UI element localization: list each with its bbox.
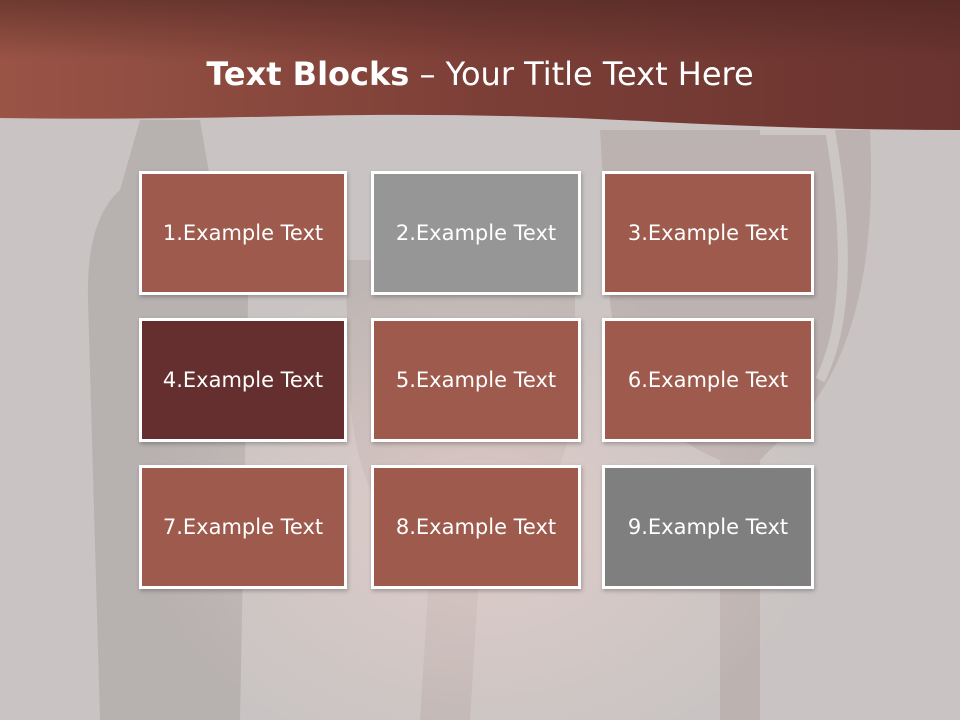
text-block: 9.Example Text [602, 465, 814, 589]
text-block: 7.Example Text [139, 465, 347, 589]
text-block-label: 8.Example Text [395, 515, 557, 539]
text-block: 3.Example Text [602, 171, 814, 295]
text-block-label: 4.Example Text [162, 368, 324, 392]
slide-title: Text Blocks – Your Title Text Here [0, 52, 960, 96]
text-block: 4.Example Text [139, 318, 347, 442]
text-block-label: 9.Example Text [627, 515, 789, 539]
text-block-label: 7.Example Text [162, 515, 324, 539]
text-block: 8.Example Text [371, 465, 581, 589]
text-block: 5.Example Text [371, 318, 581, 442]
title-bold-part: Text Blocks [206, 55, 410, 93]
text-block-label: 1.Example Text [162, 221, 324, 245]
text-block-label: 6.Example Text [627, 368, 789, 392]
title-rest-part: – Your Title Text Here [409, 55, 754, 93]
text-block-label: 2.Example Text [395, 221, 557, 245]
text-block: 2.Example Text [371, 171, 581, 295]
text-block-label: 5.Example Text [395, 368, 557, 392]
text-block: 1.Example Text [139, 171, 347, 295]
text-block-label: 3.Example Text [627, 221, 789, 245]
text-block: 6.Example Text [602, 318, 814, 442]
